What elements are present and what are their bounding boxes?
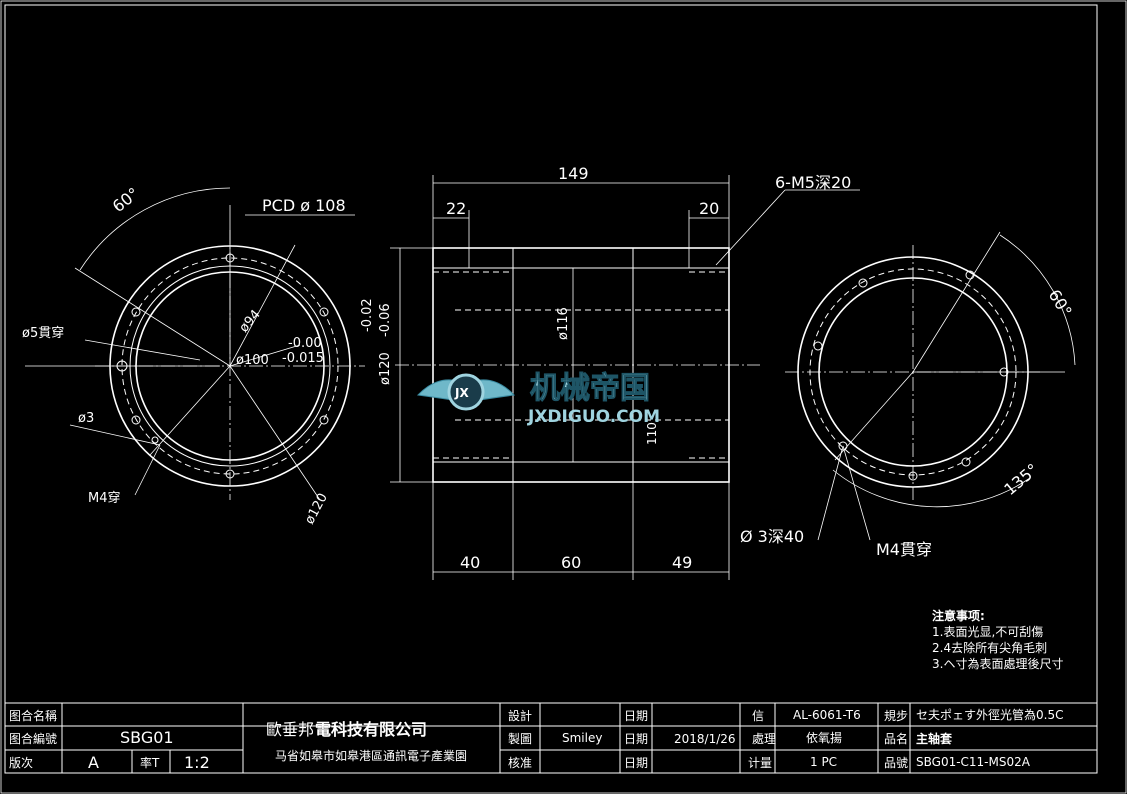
- left-leader: [134, 444, 161, 496]
- tb-spec: セ夫ポェす外徑光管為0.5C: [916, 707, 1063, 722]
- right-hole: [858, 278, 868, 288]
- tb-revision: A: [88, 753, 99, 772]
- tb-name-label: 品名: [884, 731, 908, 746]
- right-hole: [908, 471, 918, 481]
- right-angle-arc: [999, 234, 1076, 366]
- dim-20-label: 20: [699, 199, 719, 218]
- tb-part-no: SBG01-C11-MS02A: [916, 755, 1031, 769]
- watermark-logo: JX: [416, 373, 516, 411]
- tb-company: 電科技有限公司: [315, 720, 427, 739]
- tb-r1c1: 图合名稱: [9, 708, 57, 723]
- tb-process-label: 處理: [752, 732, 776, 746]
- dim-60-label: 60: [561, 553, 581, 572]
- m4thru-label: M4貫穿: [876, 540, 932, 559]
- right-135-arc: [832, 469, 1031, 508]
- tol-lower-label: -0.015: [282, 351, 324, 366]
- tb-name: 主轴套: [916, 731, 953, 746]
- left-hole: [319, 307, 329, 317]
- note-line-2: 2.4去除所有尖角毛刺: [932, 640, 1047, 655]
- right-hole: [961, 457, 971, 467]
- right-angle-label: 60°: [1045, 286, 1076, 320]
- tb-date-label: 日期: [624, 732, 648, 746]
- tb-no-label: 品號: [884, 756, 908, 770]
- left-hole: [131, 415, 141, 425]
- tb-r3c1: 版次: [9, 756, 33, 770]
- tb-spec-label: 規步: [884, 708, 908, 723]
- left-angle-arc: [79, 187, 231, 271]
- left-end-view: [25, 187, 365, 501]
- note-line-1: 1.表面光显,不可刮傷: [932, 624, 1043, 639]
- note-line-3: 3.ヘ寸為表面處理後尺寸: [932, 657, 1063, 671]
- tb-material: AL-6061-T6: [793, 708, 861, 722]
- tb-date-label: 日期: [624, 756, 648, 770]
- tb-scale: 1:2: [184, 753, 210, 772]
- left-radial-line: [74, 267, 231, 367]
- od-tol-lower: -0.06: [378, 303, 393, 337]
- left-leader: [84, 339, 201, 361]
- notes-heading: 注意事项:: [932, 608, 985, 623]
- d100-label: ø100: [236, 353, 269, 368]
- dim-149-label: 149: [558, 164, 589, 183]
- tb-material-label: 信: [752, 709, 764, 723]
- watermark-cn: 机械帝国: [530, 371, 650, 406]
- right-hole: [813, 341, 823, 351]
- bore-label: ø116: [556, 307, 571, 340]
- left-radial-line: [229, 365, 321, 501]
- pcd-label: PCD ø 108: [262, 196, 346, 215]
- left-angle-label: 60°: [109, 184, 143, 216]
- tb-r2c1: 图合編號: [9, 731, 57, 746]
- dim-40-label: 40: [460, 553, 480, 572]
- right-leader: [817, 445, 844, 541]
- m4-label: M4穿: [88, 490, 121, 506]
- tb-drafted-label: 製圖: [508, 732, 532, 746]
- od-label: ø120: [378, 352, 393, 385]
- tol-upper-label: -0.00: [288, 336, 322, 351]
- badge-text: JX: [454, 386, 469, 400]
- left-radial-line: [149, 365, 231, 456]
- gear-icon: [447, 373, 485, 411]
- tb-company-prefix: 歐垂邦: [266, 720, 314, 739]
- left-hole: [319, 415, 329, 425]
- thread-label: 6-M5深20: [775, 173, 851, 192]
- tb-design-label: 設計: [508, 708, 532, 723]
- watermark-en: JXDIGUO.COM: [527, 407, 660, 427]
- left-radial-line: [229, 244, 296, 367]
- d120-label: ø120: [302, 491, 331, 527]
- left-hole: [131, 307, 141, 317]
- left-small-hole: [151, 436, 159, 444]
- tb-r3c3: 率T: [140, 755, 160, 770]
- d3-label: ø3: [78, 411, 94, 426]
- angle-135-label: 135°: [1000, 460, 1042, 499]
- od-tol-upper: -0.02: [360, 298, 375, 332]
- right-hole: [965, 270, 975, 280]
- tb-qty: 1 PC: [810, 755, 837, 769]
- tb-date-label: 日期: [624, 709, 648, 723]
- right-leader: [842, 445, 871, 541]
- d3deep-label: Ø 3深40: [740, 527, 804, 546]
- right-end-view: [785, 231, 1076, 541]
- thru5-label: ø5貫穿: [22, 325, 64, 341]
- dim-49-label: 49: [672, 553, 692, 572]
- tb-qty-label: 计量: [748, 756, 772, 770]
- tb-drafter: Smiley: [562, 731, 602, 745]
- tb-checked-label: 核准: [508, 756, 532, 770]
- tb-process: 依氧揚: [806, 730, 842, 745]
- tb-address: 马省如皋市如皋港區通訊電子產業園: [275, 748, 467, 763]
- tb-drawing-no: SBG01: [120, 728, 174, 747]
- left-radial-line: [229, 344, 301, 367]
- title-block-grid: [4, 702, 1098, 774]
- right-radial-line: [912, 231, 1001, 373]
- left-hole: [225, 469, 235, 479]
- side-view: [390, 175, 860, 580]
- left-leader: [69, 424, 161, 446]
- dim-22-label: 22: [446, 199, 466, 218]
- thread-leader: [715, 189, 786, 266]
- tb-date: 2018/1/26: [674, 732, 736, 746]
- right-radial-line: [834, 371, 914, 461]
- partial-label: 110: [645, 422, 659, 445]
